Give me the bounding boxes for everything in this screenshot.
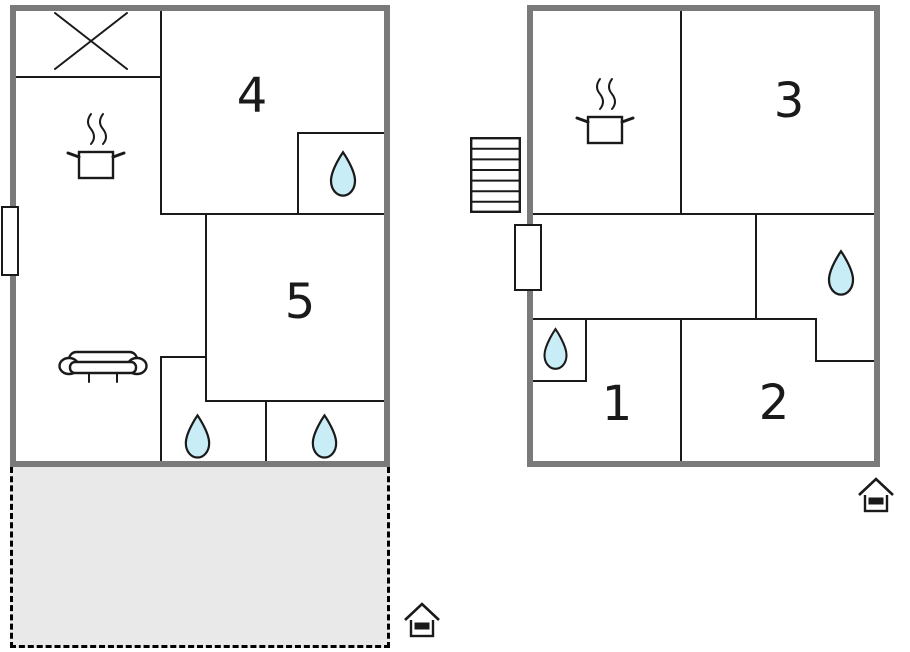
x-mark-icon — [52, 10, 130, 72]
wall — [585, 320, 587, 382]
wall — [160, 213, 384, 215]
house-icon — [403, 602, 441, 639]
wall — [299, 132, 384, 134]
floor-plan-left-outer-walls — [10, 5, 390, 467]
water-drop-icon — [325, 148, 361, 200]
water-drop-icon — [180, 412, 215, 461]
water-drop-icon — [539, 325, 572, 373]
stove-icon — [573, 75, 637, 149]
stairs-icon — [470, 137, 521, 213]
sofa-icon — [57, 347, 149, 389]
wall — [160, 11, 162, 215]
wall — [817, 360, 874, 362]
terrace-area — [10, 467, 390, 648]
wall — [815, 320, 817, 362]
room-label-4: 4 — [236, 68, 268, 124]
wall — [533, 380, 587, 382]
wall — [265, 402, 267, 461]
house-icon — [857, 477, 895, 514]
wall — [297, 132, 299, 215]
wall — [205, 215, 207, 402]
wall — [680, 320, 682, 461]
wall — [755, 215, 757, 318]
wall — [680, 11, 682, 215]
wall — [160, 358, 162, 461]
wall — [160, 356, 207, 358]
room-label-2: 2 — [758, 375, 790, 431]
water-drop-icon — [823, 247, 859, 299]
wall — [533, 318, 817, 320]
wall — [16, 76, 162, 78]
stove-icon — [64, 110, 128, 184]
water-drop-icon — [307, 412, 342, 461]
room-label-1: 1 — [601, 376, 633, 432]
door-marker — [1, 206, 19, 276]
wall — [533, 213, 874, 215]
wall — [207, 400, 384, 402]
door-marker — [514, 224, 542, 291]
room-label-5: 5 — [284, 274, 316, 330]
room-label-3: 3 — [773, 73, 805, 129]
